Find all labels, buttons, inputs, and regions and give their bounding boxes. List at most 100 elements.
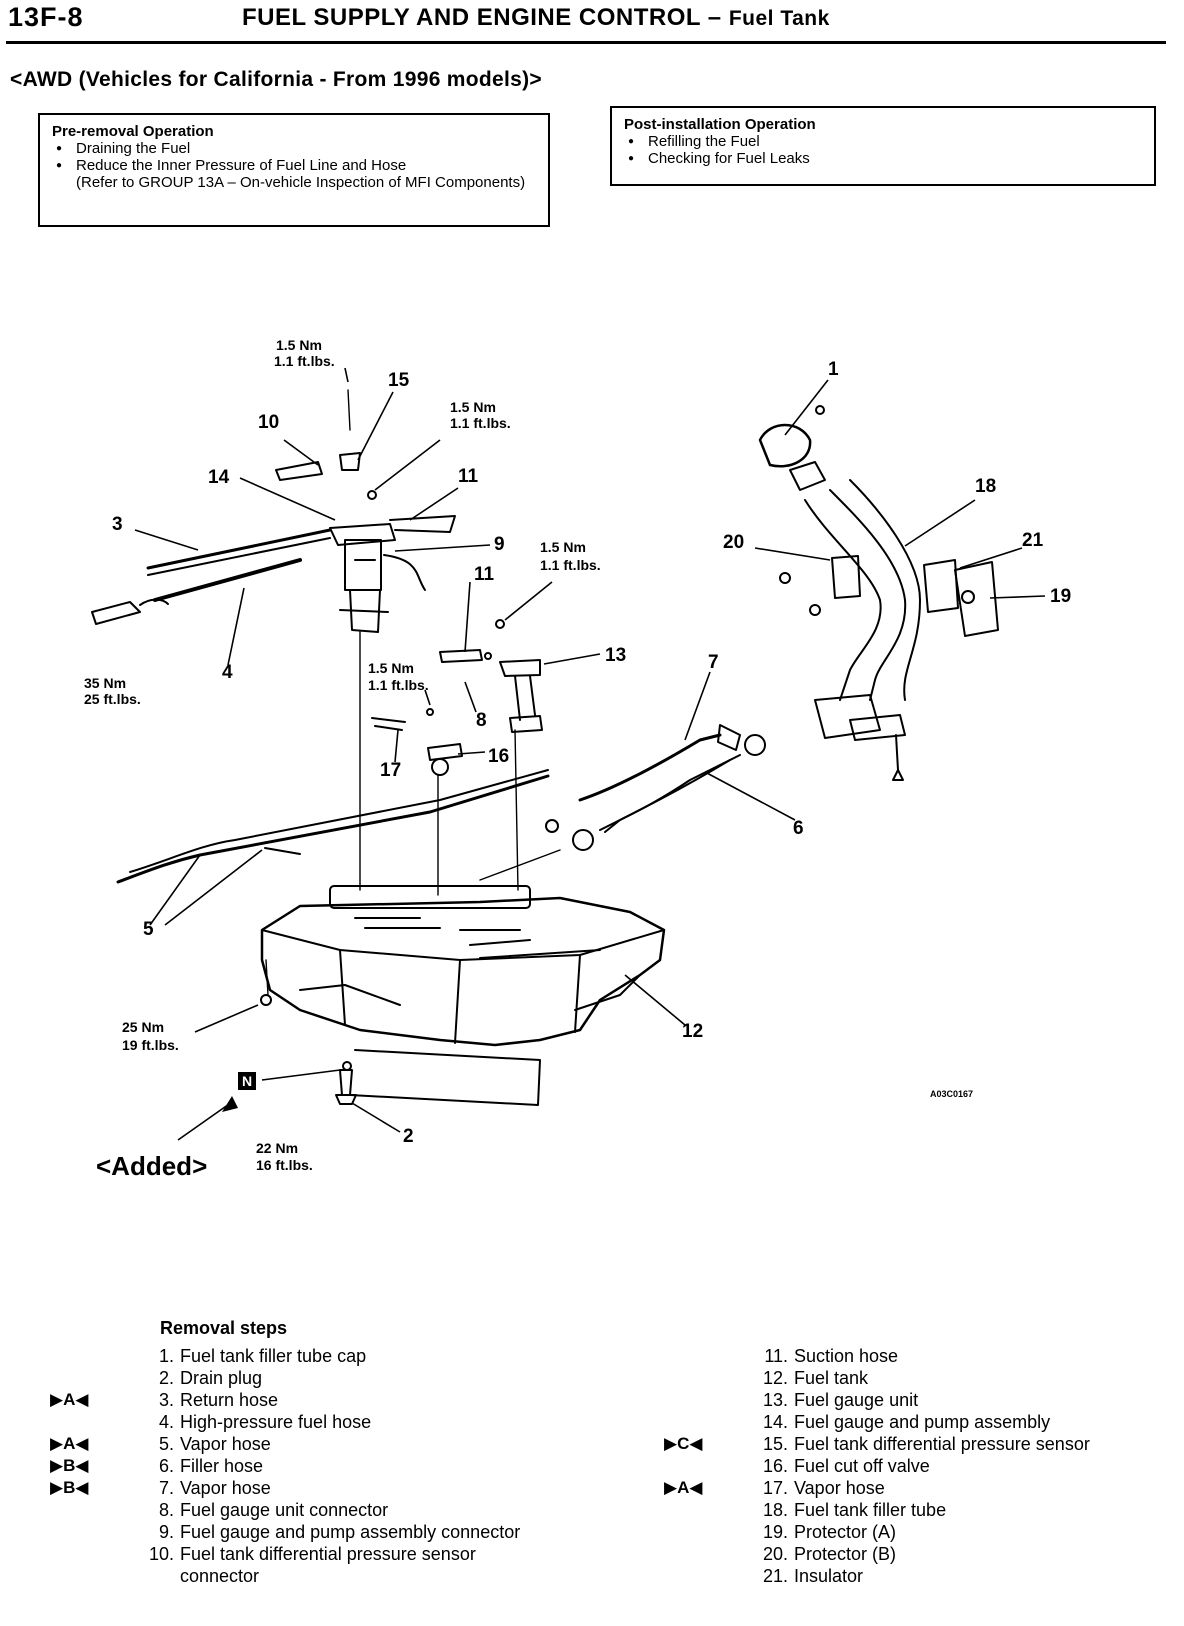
step-number: 1. xyxy=(158,1346,174,1366)
callout-18: 18 xyxy=(975,476,996,497)
added-label: <Added> xyxy=(96,1151,207,1181)
step-number: 7. xyxy=(158,1478,174,1498)
pre-removal-box: Pre-removal Operation Draining the Fuel … xyxy=(38,113,550,227)
section-title: <AWD (Vehicles for California - From 199… xyxy=(10,68,542,91)
removal-step: ▶B◀7.Vapor hose xyxy=(50,1477,538,1499)
step-number: 9. xyxy=(158,1522,174,1542)
step-text: Vapor hose xyxy=(794,1478,885,1498)
page-title-subtitle: Fuel Tank xyxy=(728,7,830,30)
step-number: 11. xyxy=(764,1346,788,1366)
step-number: 8. xyxy=(158,1500,174,1520)
step-text: Protector (A) xyxy=(794,1522,897,1542)
pre-removal-note: (Refer to GROUP 13A – On-vehicle Inspect… xyxy=(76,174,526,191)
callout-17: 17 xyxy=(380,760,401,781)
step-number: 18. xyxy=(762,1500,788,1520)
step-number: 3. xyxy=(158,1390,174,1410)
callout-15: 15 xyxy=(388,370,410,391)
torque-nm: 1.5 Nm xyxy=(450,399,496,415)
callout-6: 6 xyxy=(793,818,804,839)
step-text: Fuel tank filler tube xyxy=(794,1500,947,1520)
page-header: 13F-8 FUEL SUPPLY AND ENGINE CONTROL – F… xyxy=(0,0,1184,46)
step-number: 4. xyxy=(158,1412,174,1432)
callout-11b: 11 xyxy=(474,564,495,585)
step-text: Drain plug xyxy=(180,1368,263,1388)
removal-step: 13. Fuel gauge unit xyxy=(752,1389,1152,1411)
step-number: 16. xyxy=(762,1456,788,1476)
removal-step: ▶C◀ 15. Fuel tank differential pressure se… xyxy=(664,1433,1152,1455)
pre-removal-item: Reduce the Inner Pressure of Fuel Line a… xyxy=(52,157,536,174)
torque-nm: 1.5 Nm xyxy=(540,539,586,555)
removal-step: 8. Fuel gauge unit connector xyxy=(138,1499,538,1521)
post-installation-box: Post-installation Operation Refilling th… xyxy=(610,106,1156,186)
callout-10: 10 xyxy=(258,412,279,433)
callout-16: 16 xyxy=(488,746,509,767)
post-installation-item: Checking for Fuel Leaks xyxy=(624,150,1142,167)
callout-7: 7 xyxy=(708,652,719,673)
removal-steps-title: Removal steps xyxy=(160,1318,288,1338)
removal-step: 9.Fuel gauge and pump assembly connector xyxy=(138,1521,538,1543)
post-installation-item: Refilling the Fuel xyxy=(624,133,1142,150)
torque-nm: 1.5 Nm xyxy=(276,337,322,353)
step-number: 2. xyxy=(158,1368,174,1388)
callout-21: 21 xyxy=(1022,530,1044,551)
torque-nm: 25 Nm xyxy=(122,1019,164,1035)
removal-step: 1.Fuel tank filler tube cap xyxy=(138,1345,538,1367)
callout-2: 2 xyxy=(403,1126,414,1147)
callout-13: 13 xyxy=(605,645,626,666)
step-text: Return hose xyxy=(180,1390,279,1410)
fuel-tank-exploded-diagram: 1 2 3 4 5 6 7 8 9 10 11 11 12 13 14 15 1… xyxy=(84,337,1071,1181)
step-text: Fuel gauge unit connector xyxy=(180,1500,389,1520)
removal-step: ▶A◀17.Vapor hose xyxy=(664,1477,1152,1499)
pre-removal-title: Pre-removal Operation xyxy=(52,123,214,140)
torque-ft: 1.1 ft.lbs. xyxy=(450,415,511,431)
callout-3: 3 xyxy=(112,514,123,535)
step-text: Insulator xyxy=(794,1566,864,1586)
callout-4: 4 xyxy=(222,662,233,683)
removal-step: 18. Fuel tank filler tube xyxy=(752,1499,1152,1521)
removal-step: 20. Protector (B) xyxy=(752,1543,1152,1565)
callout-14: 14 xyxy=(208,467,230,488)
step-number: 19. xyxy=(762,1522,788,1542)
page-title-main: FUEL SUPPLY AND ENGINE CONTROL xyxy=(242,4,701,31)
torque-ft: 1.1 ft.lbs. xyxy=(274,353,335,369)
torque-ft: 19 ft.lbs. xyxy=(122,1037,179,1053)
removal-step: 21. Insulator xyxy=(752,1565,1152,1587)
step-number: 20. xyxy=(762,1544,788,1564)
header-rule xyxy=(6,41,1166,44)
step-text: Fuel tank differential pressure sensor c… xyxy=(180,1544,476,1586)
step-number: 14. xyxy=(762,1412,788,1432)
removal-step: 2. Drain plug xyxy=(138,1367,538,1389)
callout-9: 9 xyxy=(494,534,505,555)
fuel-tank-drawing xyxy=(260,885,666,1106)
step-number: 15. xyxy=(762,1434,788,1454)
step-text: Fuel tank differential pressure sensor xyxy=(794,1434,1090,1454)
step-number: 13. xyxy=(762,1390,788,1410)
new-part-box xyxy=(238,1072,256,1090)
reassembly-mark: ▶C◀ xyxy=(664,1434,703,1453)
step-text: Fuel gauge unit xyxy=(794,1390,919,1410)
callout-11a: 11 xyxy=(458,466,479,487)
removal-step: 12.Fuel tank xyxy=(752,1367,1152,1389)
removal-step: 10.Fuel tank differential pressure senso… xyxy=(138,1543,538,1587)
new-part-mark: N xyxy=(242,1073,252,1089)
reassembly-mark: ▶B◀ xyxy=(50,1478,89,1497)
page-title: FUEL SUPPLY AND ENGINE CONTROL – Fuel Ta… xyxy=(242,4,830,32)
torque-nm: 35 Nm xyxy=(84,675,126,691)
reassembly-mark: ▶A◀ xyxy=(664,1478,703,1497)
step-number: 21. xyxy=(762,1566,788,1586)
reassembly-mark: ▶A◀ xyxy=(50,1434,89,1453)
callout-1: 1 xyxy=(828,359,839,380)
step-number: 5. xyxy=(158,1434,174,1454)
step-text: Protector (B) xyxy=(794,1544,897,1564)
step-text: High-pressure fuel hose xyxy=(180,1412,372,1432)
step-text: Fuel gauge and pump assembly xyxy=(794,1412,1051,1432)
removal-step: 11.Suction hose xyxy=(752,1345,1152,1367)
figure-code: A03C0167 xyxy=(930,1089,973,1099)
page-title-dash: – xyxy=(707,4,722,31)
step-text: Vapor hose xyxy=(180,1434,271,1454)
removal-step: 14. Fuel gauge and pump assembly xyxy=(752,1411,1152,1433)
step-text: Fuel cut off valve xyxy=(794,1456,930,1476)
torque-nm: 22 Nm xyxy=(256,1140,298,1156)
